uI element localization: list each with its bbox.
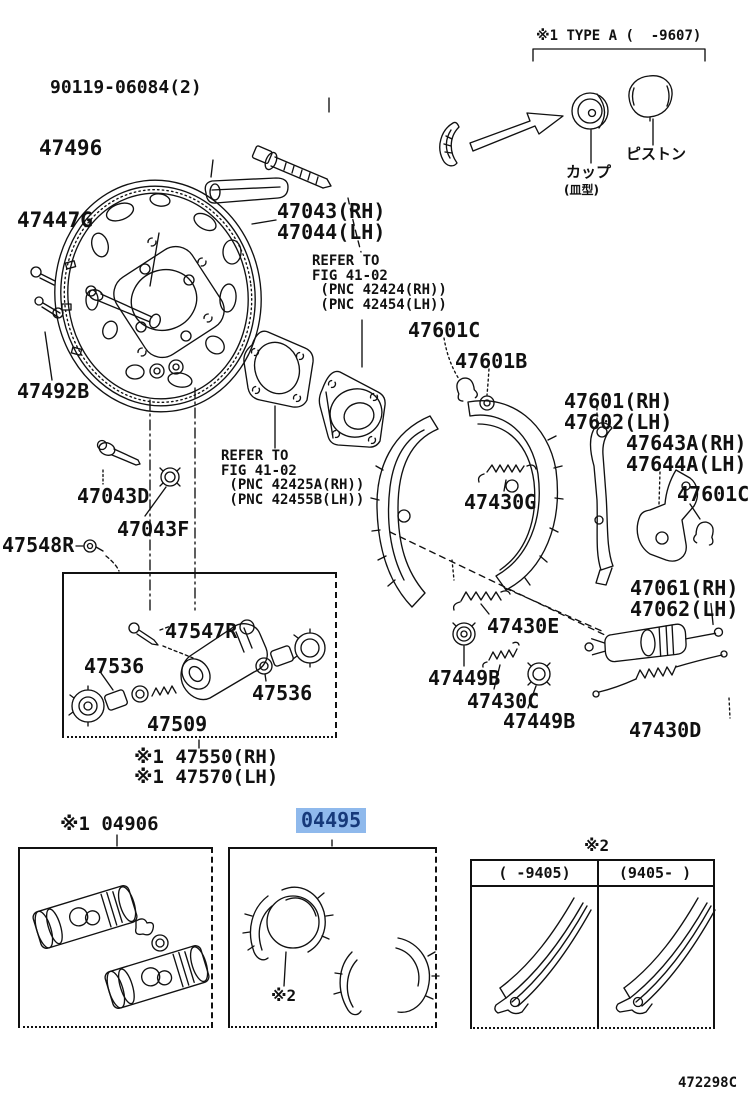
adjuster-47061-drawing <box>584 602 724 663</box>
backing-plate-center <box>113 245 225 379</box>
part-label-47492b: 47492B <box>17 379 90 403</box>
bearing-retainer-drawing <box>318 319 386 448</box>
part-label-47601c-b: 47601C <box>677 482 750 506</box>
leader-47043 <box>251 219 277 225</box>
part-label-47601c-a: 47601C <box>408 318 481 342</box>
part-label-47536-a: 47536 <box>84 654 145 678</box>
part-label-47043d: 47043D <box>77 484 150 508</box>
part-label-47430g: 47430G <box>464 490 537 514</box>
pins-47492b-drawing <box>30 266 64 381</box>
part-label-47547r: 47547R <box>165 619 238 643</box>
bolt-47447g-drawing <box>85 232 162 329</box>
backing-plate-details <box>61 193 242 388</box>
dashed-shoe-links <box>389 531 608 637</box>
leader-47601c-a <box>443 337 460 380</box>
type-a-title: ※1 TYPE A ( -9607) <box>536 28 702 44</box>
bolt-47043d-drawing <box>96 439 141 485</box>
lever-47601-drawing <box>589 407 614 586</box>
cylinder-body-47509-drawing <box>180 619 268 701</box>
part-label-47449b-a: 47449B <box>428 666 501 690</box>
type-a-inset-drawing <box>439 48 706 167</box>
wheel-cylinder-kit-box <box>62 572 337 738</box>
bolt-90119-drawing <box>251 97 362 253</box>
note-2-shoe: ※2 <box>271 986 297 1005</box>
part-label-47548r: 47548R <box>2 533 75 557</box>
part-label-47043f: 47043F <box>117 517 190 541</box>
part-label-47536-b: 47536 <box>252 681 313 705</box>
washer-47601b-drawing <box>479 368 495 411</box>
leader-47536-a <box>100 672 114 691</box>
clip-47496-drawing <box>204 159 289 204</box>
table-header-late: (9405- ) <box>618 864 692 882</box>
cup-type-label-jp: (皿型) <box>564 183 599 197</box>
part-label-47601-47602: 47601(RH) 47602(LH) <box>564 389 673 434</box>
backing-plate-drawing <box>54 179 262 413</box>
part-label-47496: 47496 <box>39 136 103 160</box>
table-divider <box>597 861 599 1027</box>
kit-label-47550-47570: ※1 47550(RH) ※1 47570(LH) <box>134 746 279 788</box>
spring-47430d-drawing <box>592 650 731 719</box>
figure-code: 472298C <box>678 1075 738 1091</box>
grommet-47548r-drawing <box>75 539 120 572</box>
table-header-row: ( -9405) (9405- ) <box>472 861 713 887</box>
part-label-47061-47062: 47061(RH) 47062(LH) <box>630 576 739 621</box>
part-label-47430d: 47430D <box>629 718 702 742</box>
part-label-47043-47044: 47043(RH) 47044(LH) <box>277 199 386 244</box>
kit-right-parts-drawing <box>255 628 326 675</box>
table-shoe-late-drawing <box>615 897 716 1015</box>
kit-04495-box <box>228 847 437 1028</box>
part-label-47509: 47509 <box>147 712 208 736</box>
part-label-47430e: 47430E <box>487 614 560 638</box>
kit-04906-box <box>18 847 213 1028</box>
brake-shoe-right-drawing <box>467 400 564 591</box>
clip-47601c-a-drawing <box>456 377 478 402</box>
clip-47601c-b-drawing <box>693 521 714 546</box>
kit-label-04906: ※1 04906 <box>60 813 159 835</box>
comparison-table: ( -9405) (9405- ) <box>470 859 715 1029</box>
brake-shoe-left-drawing <box>370 415 439 608</box>
part-label-90119-06084: 90119-06084(2) <box>50 77 202 98</box>
note-2-table: ※2 <box>584 836 610 855</box>
gasket-drawing <box>243 330 314 449</box>
leader-47601c-b <box>689 503 701 520</box>
bleeder-47547r-drawing <box>128 622 194 659</box>
table-header-early: ( -9405) <box>498 864 571 882</box>
nut-47449b-b-drawing <box>527 662 551 709</box>
part-label-47449b-b: 47449B <box>503 709 576 733</box>
table-shoe-early-drawing <box>494 897 592 1015</box>
part-label-47643a-47644a: 47643A(RH) 47644A(LH) <box>626 431 747 476</box>
part-label-47447g: 47447G <box>17 208 93 232</box>
piston-label-jp: ピストン <box>626 145 687 163</box>
kit-label-04495-highlighted[interactable]: 04495 <box>296 808 367 833</box>
cup-label-jp: カップ <box>566 163 612 181</box>
part-label-47430c: 47430C <box>467 689 540 713</box>
nut-47043f-drawing <box>144 467 181 517</box>
kit-04906-drawing <box>32 834 210 1009</box>
part-label-47601b: 47601B <box>455 349 528 373</box>
kit-04495-drawing <box>242 839 440 1016</box>
spring-47430e-drawing <box>452 590 511 615</box>
cup-47449b-a-drawing <box>452 622 476 667</box>
bellcrank-47643a-drawing <box>636 469 699 562</box>
spring-47430c-drawing <box>482 641 520 690</box>
refer-note-42425a: REFER TO FIG 41-02 (PNC 42425A(RH)) (PNC… <box>221 448 365 509</box>
spring-47430g-drawing <box>477 464 537 492</box>
dotted-shoe-spring <box>451 559 455 581</box>
leader-47536-b <box>264 673 267 682</box>
kit-left-parts-drawing <box>68 685 177 727</box>
refer-note-42424: REFER TO FIG 41-02 (PNC 42424(RH)) (PNC … <box>312 253 447 314</box>
